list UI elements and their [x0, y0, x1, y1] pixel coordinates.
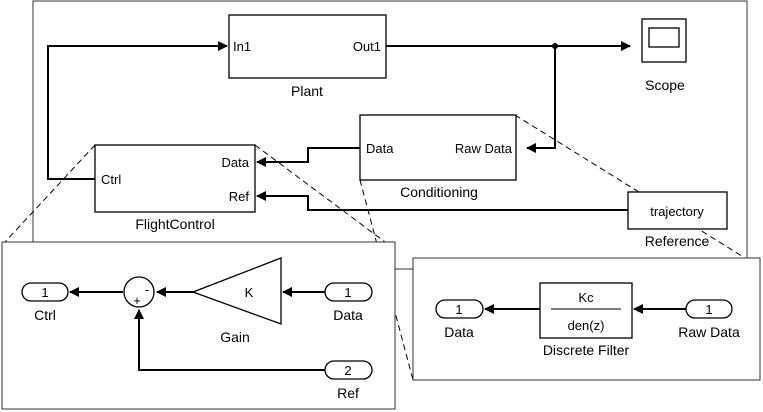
scope-icon — [648, 27, 680, 48]
zoom-line-cond-right — [514, 114, 746, 259]
filter-label: Discrete Filter — [543, 342, 630, 358]
plant-block[interactable]: In1 Out1 — [228, 14, 387, 79]
wire-to-conditioning — [526, 46, 556, 153]
wire-ref-to-fc — [256, 191, 628, 211]
reference-block-text: trajectory — [650, 204, 704, 219]
cond-detail-outport-number: 1 — [455, 302, 462, 317]
conditioning-in-port-label: Raw Data — [455, 141, 513, 156]
fc-detail-outport-label: Ctrl — [34, 307, 56, 323]
fc-out-port-label: Ctrl — [101, 172, 121, 187]
conditioning-detail-panel: 1 Data Kc den(z) Discrete Filter 1 Raw D… — [412, 257, 761, 381]
gain-label: Gain — [220, 329, 250, 345]
fc-detail-inport-ref[interactable] — [324, 360, 373, 380]
fc-detail-outport[interactable] — [21, 282, 69, 302]
filter-denominator: den(z) — [568, 318, 605, 333]
cond-detail-inport-label: Raw Data — [678, 324, 740, 340]
fc-detail-inport-data-number: 1 — [344, 285, 351, 300]
cond-detail-outport[interactable] — [435, 299, 484, 319]
fc-detail-inport-ref-number: 2 — [344, 363, 351, 378]
conditioning-block[interactable]: Data Raw Data — [359, 114, 517, 181]
fc-detail-outport-number: 1 — [41, 285, 48, 300]
gain-symbol: K — [245, 285, 254, 300]
flight-control-name: FlightControl — [135, 216, 214, 232]
wire-cond-to-fc — [256, 147, 360, 167]
fc-data-port-label: Data — [222, 155, 250, 170]
sum-block[interactable] — [123, 276, 155, 308]
cond-detail-outport-label: Data — [444, 324, 474, 340]
scope-block[interactable] — [641, 18, 687, 63]
wires — [47, 41, 631, 211]
plant-out-port-label: Out1 — [353, 39, 381, 54]
sum-plus-sign: + — [133, 293, 141, 308]
wire-ref-to-sum — [134, 309, 325, 371]
fc-detail-inport-ref-label: Ref — [337, 385, 359, 401]
fc-detail-inport-data[interactable] — [324, 282, 373, 302]
fc-ref-port-label: Ref — [229, 189, 250, 204]
fc-detail-inport-data-label: Data — [333, 307, 363, 323]
flight-control-detail-panel: 1 Ctrl - + K Gain 1 Data 2 Ref — [1, 241, 396, 410]
reference-block[interactable]: trajectory — [627, 191, 728, 230]
wire-fc-to-plant — [47, 41, 228, 180]
plant-name: Plant — [291, 83, 323, 99]
flight-control-block[interactable]: Ctrl Data Ref — [94, 144, 256, 213]
scope-name: Scope — [645, 77, 685, 93]
filter-numerator: Kc — [578, 290, 594, 305]
sum-minus-sign: - — [145, 282, 149, 297]
discrete-filter-block[interactable] — [539, 282, 633, 339]
plant-in-port-label: In1 — [233, 39, 251, 54]
cond-detail-inport-number: 1 — [705, 302, 712, 317]
zoom-line-fc-right — [254, 144, 386, 243]
zoom-line-fc-left — [4, 144, 96, 243]
gain-block[interactable] — [191, 257, 282, 325]
cond-detail-inport[interactable] — [685, 299, 733, 319]
conditioning-name: Conditioning — [400, 184, 478, 200]
reference-name: Reference — [645, 233, 710, 249]
conditioning-out-port-label: Data — [366, 141, 394, 156]
